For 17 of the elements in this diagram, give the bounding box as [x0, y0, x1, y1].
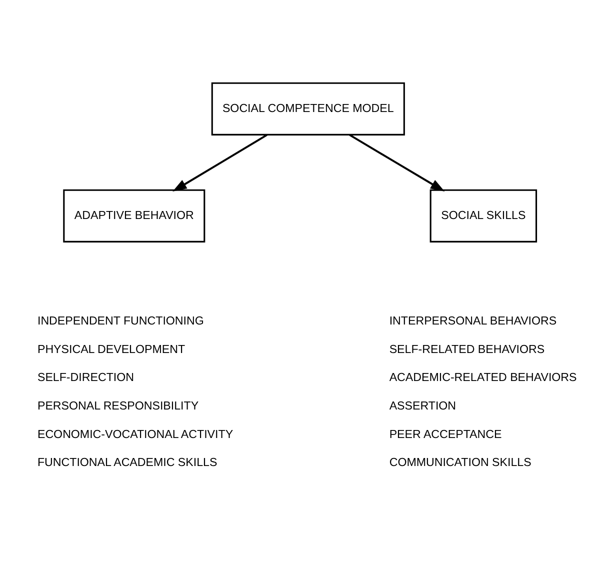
node-label: ECONOMIC-VOCATIONAL ACTIVITY: [37, 428, 234, 441]
node-label: PEER ACCEPTANCE: [389, 428, 502, 441]
node-label: PERSONAL RESPONSIBILITY: [37, 400, 199, 412]
arrow: [349, 134, 445, 192]
node-label: FUNCTIONAL ACADEMIC SKILLS: [37, 457, 218, 470]
node-box: SOCIAL COMPETENCE MODEL: [211, 82, 405, 136]
node-label: ACADEMIC-RELATED BEHAVIORS: [389, 372, 577, 384]
node-label: INDEPENDENT FUNCTIONING: [37, 315, 204, 328]
node-label: ASSERTION: [389, 400, 456, 412]
node-label: PHYSICAL DEVELOPMENT: [37, 344, 186, 356]
node-label: INTERPERSONAL BEHAVIORS: [389, 315, 557, 328]
arrow: [172, 134, 268, 192]
node-label: COMMUNICATION SKILLS: [389, 457, 532, 470]
node-label: SELF-RELATED BEHAVIORS: [389, 344, 545, 356]
node-box: SOCIAL SKILLS: [430, 189, 538, 242]
node-box: ADAPTIVE BEHAVIOR: [63, 189, 206, 242]
node-label: SELF-DIRECTION: [37, 372, 134, 384]
